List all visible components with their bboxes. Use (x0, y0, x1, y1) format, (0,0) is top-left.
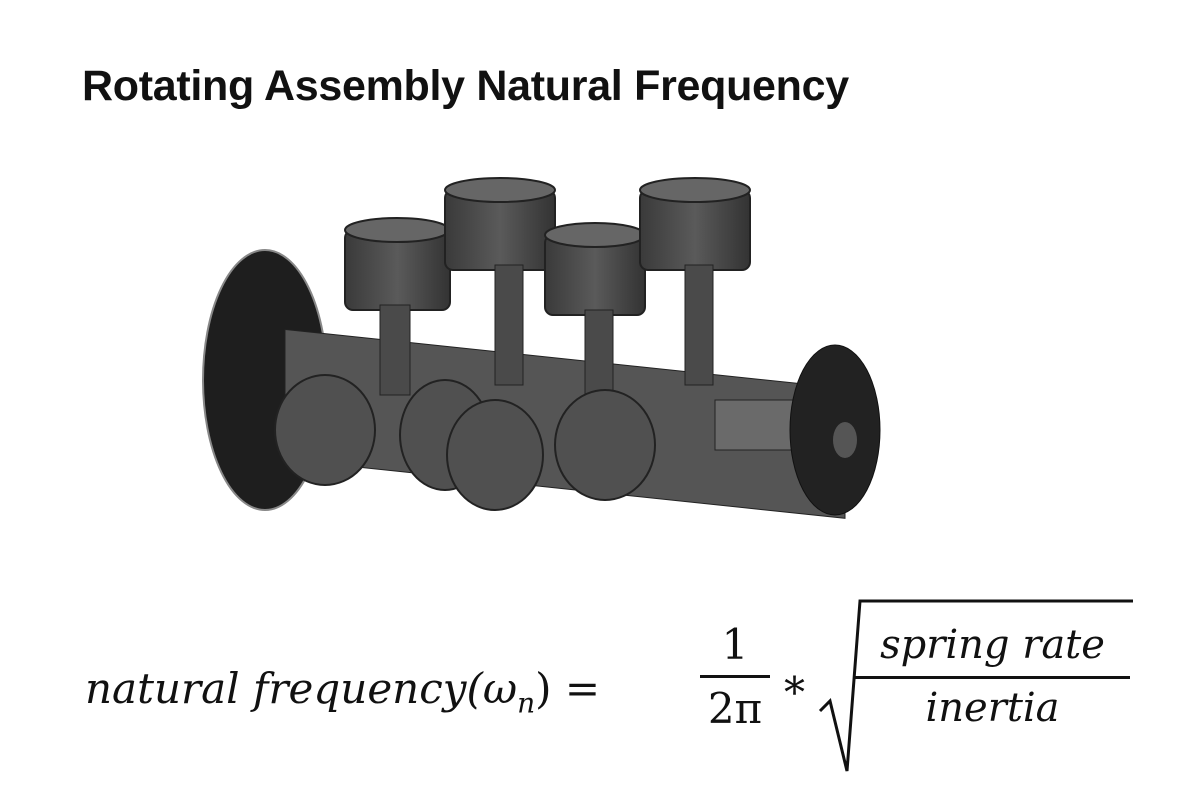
fraction-one-over-two-pi: 1 2π (700, 620, 770, 733)
slide-title: Rotating Assembly Natural Frequency (82, 62, 849, 110)
pulley (789, 344, 881, 516)
crankshaft-assembly-image (202, 177, 881, 519)
multiply-operator: * (784, 668, 805, 717)
rods (379, 264, 714, 401)
pistons (344, 177, 751, 316)
square-root-sign (818, 599, 1133, 772)
fraction-spring-rate-over-inertia: spring rate inertia (855, 622, 1130, 731)
counterweights (274, 374, 656, 511)
formula-lhs: natural frequency(ωn) = (85, 664, 601, 720)
